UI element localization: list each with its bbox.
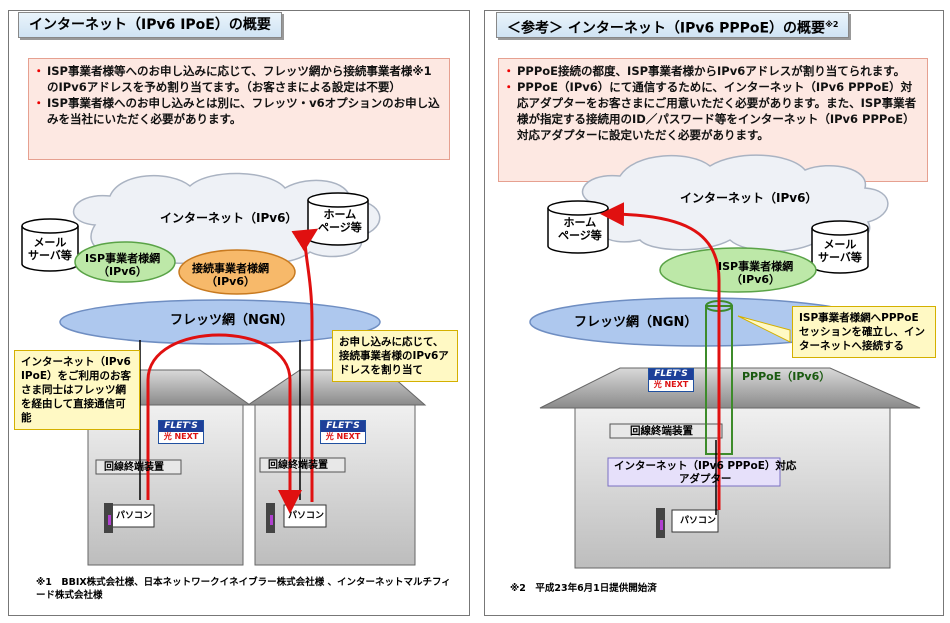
pppoe-homepage-label: ホーム ページ等: [558, 216, 602, 242]
ipoe-flets-label: フレッツ網（NGN）: [170, 313, 294, 328]
pppoe-homepage-line-2: ページ等: [558, 229, 602, 242]
pppoe-house: [539, 367, 921, 569]
pppoe-mail-server-icon: [811, 220, 869, 274]
pppoe-flets-label: フレッツ網（NGN）: [574, 315, 698, 330]
ipoe-callout-direct: インターネット（IPv6 IPoE）をご利用のお客さま同士はフレッツ網を経由して…: [14, 350, 140, 430]
pppoe-title: ＜参考＞ インターネット（IPv6 PPPoE）の概要※2: [496, 12, 850, 38]
ipoe-isp-line-1: ISP事業者様網: [85, 252, 161, 265]
pppoe-onu-label: 回線終端装置: [630, 425, 693, 437]
ipoe-title: インターネット（IPv6 IPoE）の概要: [18, 12, 282, 38]
logo-text-bottom: 光 NEXT: [653, 380, 689, 389]
pppoe-adapter-line-2: アダプター: [678, 473, 732, 485]
ipoe-footnote: ※1 BBIX株式会社様、日本ネットワークイネイブラー株式会社様 、インターネッ…: [36, 577, 451, 601]
pppoe-session-label: PPPoE（IPv6）: [742, 370, 831, 383]
logo-text-bottom: 光 NEXT: [325, 432, 361, 441]
ipoe-onu-label-right: 回線終端装置: [268, 460, 328, 471]
ipoe-flets-logo-left: FLET'S 光 NEXT: [158, 420, 204, 444]
ipoe-bullet-2: ISP事業者様へのお申し込みとは別に、フレッツ・v6オプションのお申し込みを当社…: [33, 95, 441, 127]
ipoe-arrow-homepage: [291, 228, 319, 502]
ipoe-mail-server-label: メール サーバ等: [28, 236, 72, 262]
ipoe-mail-line-2: サーバ等: [28, 249, 72, 262]
ipoe-pc-label-left: パソコン: [116, 511, 153, 521]
pppoe-bullet-2: PPPoE（IPv6）にて通信するために、インターネット（IPv6 PPPoE）…: [503, 79, 919, 143]
ipoe-mail-line-1: メール: [33, 236, 67, 249]
pppoe-title-note: ※2: [825, 20, 839, 29]
ipoe-flets-logo-right: FLET'S 光 NEXT: [320, 420, 366, 444]
pppoe-cloud-label: インターネット（IPv6）: [680, 191, 818, 205]
ipoe-bullet-1: ISP事業者様等へのお申し込みに応じて、フレッツ網から接続事業者様※1のIPv6…: [33, 63, 441, 95]
ipoe-bullets: ISP事業者様等へのお申し込みに応じて、フレッツ網から接続事業者様※1のIPv6…: [28, 58, 450, 160]
pppoe-mail-line-1: メール: [823, 238, 857, 251]
ipoe-pc-label-right: パソコン: [288, 511, 325, 521]
logo-text-top: FLET'S: [321, 421, 365, 432]
ipoe-flets-network: [59, 299, 381, 345]
pppoe-flets-logo: FLET'S 光 NEXT: [648, 368, 694, 392]
pppoe-isp-label: ISP事業者様網 （IPv6）: [718, 260, 793, 286]
pppoe-footnote: ※2 平成23年6月1日提供開始済: [510, 583, 657, 594]
ipoe-callout-assign: お申し込みに応じて、接続事業者様のIPv6アドレスを割り当て: [332, 330, 458, 382]
pppoe-isp-network: [659, 247, 817, 293]
pppoe-adapter-line-1: インターネット（IPv6 PPPoE）対応: [614, 460, 797, 472]
ipoe-connect-line-1: 接続事業者様網: [192, 262, 269, 275]
logo-text-top: FLET'S: [159, 421, 203, 432]
pppoe-mail-server-label: メール サーバ等: [818, 238, 862, 264]
ipoe-homepage-line-2: ページ等: [318, 221, 362, 234]
ipoe-isp-label: ISP事業者様網 （IPv6）: [85, 252, 160, 278]
ipoe-connect-network: [178, 249, 296, 295]
pppoe-bullet-1: PPPoE接続の都度、ISP事業者様からIPv6アドレスが割り当てられます。: [503, 63, 919, 79]
ipoe-connect-line-2: （IPv6）: [206, 275, 255, 288]
pppoe-bullets: PPPoE接続の都度、ISP事業者様からIPv6アドレスが割り当てられます。 P…: [498, 58, 928, 182]
pppoe-homepage-line-1: ホーム: [563, 216, 597, 229]
pppoe-isp-line-2: （IPv6）: [731, 273, 781, 286]
logo-text-bottom: 光 NEXT: [163, 432, 199, 441]
ipoe-onu-label-left: 回線終端装置: [104, 462, 164, 473]
logo-text-top: FLET'S: [649, 369, 693, 380]
pppoe-callout: ISP事業者様網へPPPoEセッションを確立し、インターネットへ接続する: [792, 306, 936, 358]
ipoe-arrow-direct: [146, 333, 302, 514]
pppoe-isp-line-1: ISP事業者様網: [718, 260, 794, 273]
pppoe-homepage-icon: [547, 200, 609, 254]
ipoe-isp-line-2: （IPv6）: [98, 265, 148, 278]
pppoe-title-text: ＜参考＞ インターネット（IPv6 PPPoE）の概要: [507, 20, 826, 37]
ipoe-mail-server-icon: [21, 218, 79, 272]
pppoe-pc-label: パソコン: [680, 516, 717, 526]
ipoe-homepage-label: ホーム ページ等: [318, 208, 362, 234]
ipoe-homepage-line-1: ホーム: [323, 208, 357, 221]
ipoe-cloud-label: インターネット（IPv6）: [160, 211, 298, 225]
ipoe-connect-label: 接続事業者様網 （IPv6）: [192, 262, 269, 288]
ipoe-isp-network: [74, 241, 176, 283]
pppoe-mail-line-2: サーバ等: [818, 251, 862, 264]
pppoe-arrow-homepage: [600, 202, 721, 510]
pppoe-adapter-label: インターネット（IPv6 PPPoE）対応 アダプター: [614, 460, 796, 486]
